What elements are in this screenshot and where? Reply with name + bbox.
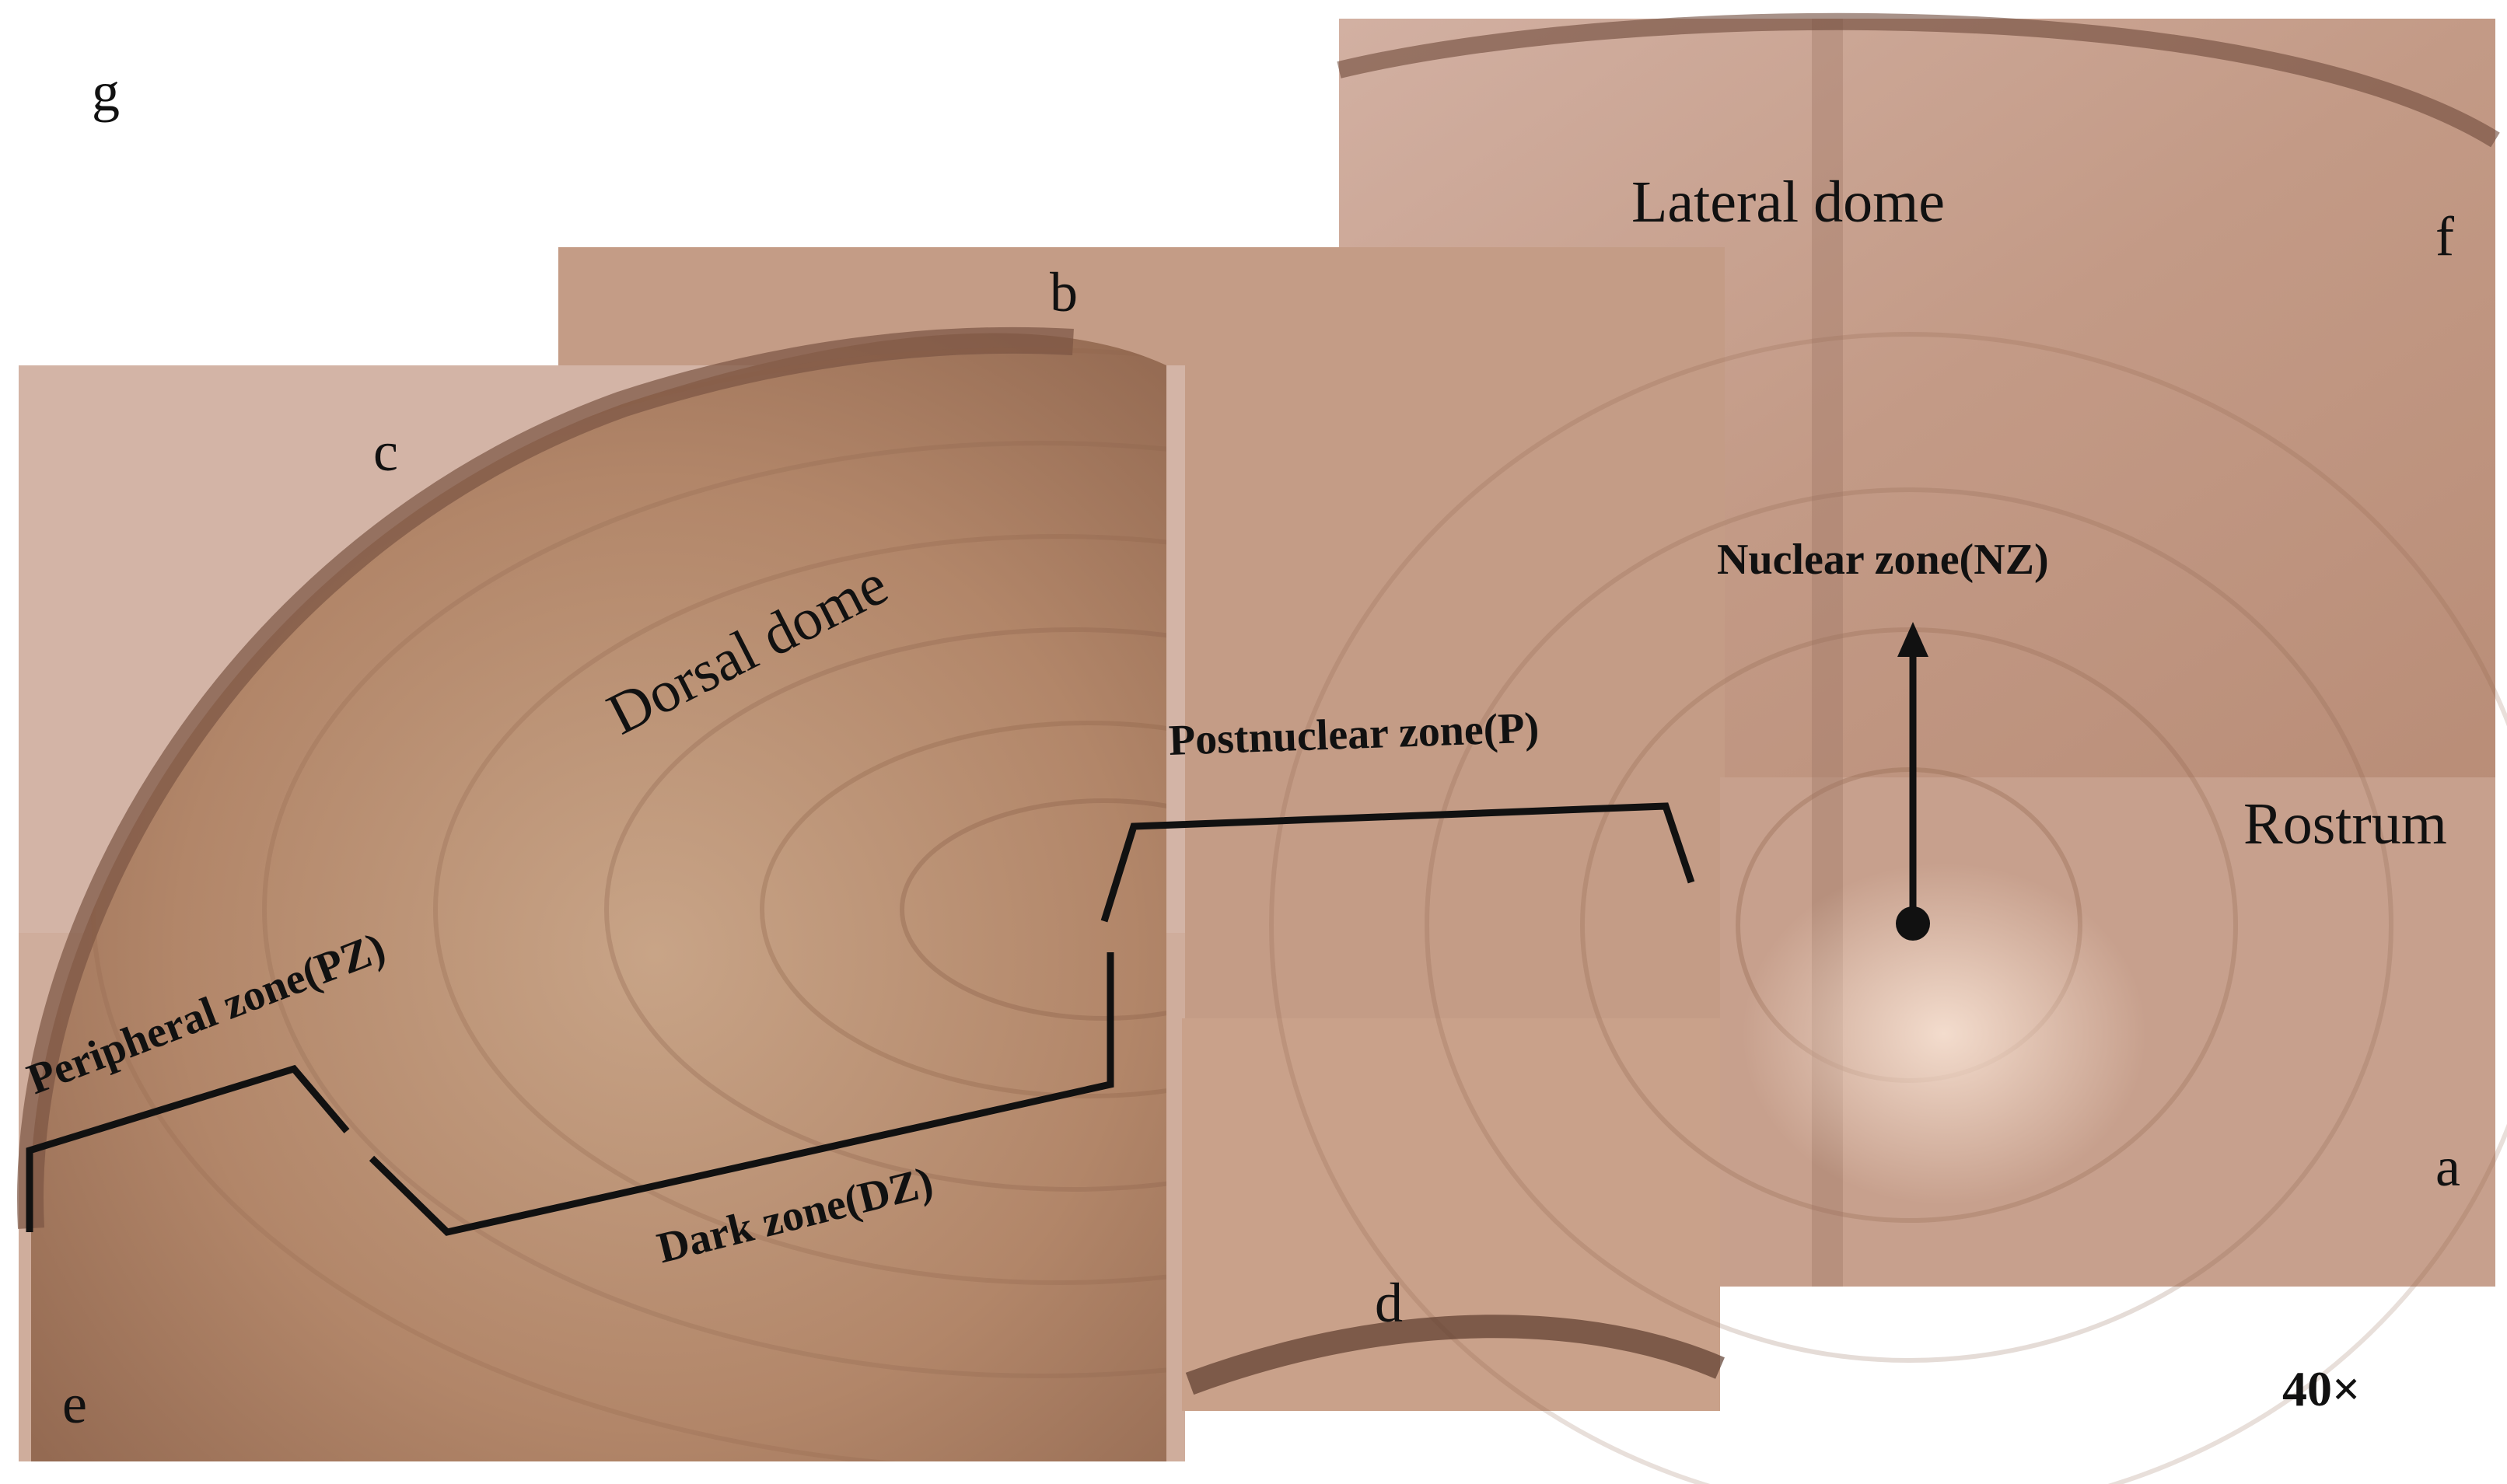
panel-letter-f: f [2435,205,2454,267]
nucleus-glow [1742,863,2146,1205]
panel-letter-b: b [1050,261,1078,323]
panel-letter-g: g [92,61,120,123]
ventral-edge [1185,1315,1725,1395]
otolith-dark-rim [17,326,1074,1229]
lateral-dome-label: Lateral dome [1631,169,1946,235]
growth-rings [91,347,1166,1461]
magnification-label: 40× [2282,1361,2361,1416]
dark-zone-bracket [369,952,1114,1236]
panel-letter-e: e [62,1373,87,1435]
postnuclear-zone-bracket [1100,802,1695,923]
nuclear-zone-label: Nuclear zone(NZ) [1717,536,2049,584]
lateral-edge [1337,12,2500,148]
panel-letter-a: a [2435,1136,2460,1198]
otolith-dorsal-body [30,333,1166,1461]
rostrum-label: Rostrum [2243,791,2447,857]
panel-letter-c: c [373,421,398,483]
nucleus-dot [1896,906,1930,941]
peripheral-zone-bracket [26,1064,350,1232]
panel-letter-d: d [1375,1272,1403,1334]
nuclear-arrow-head [1897,622,1928,657]
